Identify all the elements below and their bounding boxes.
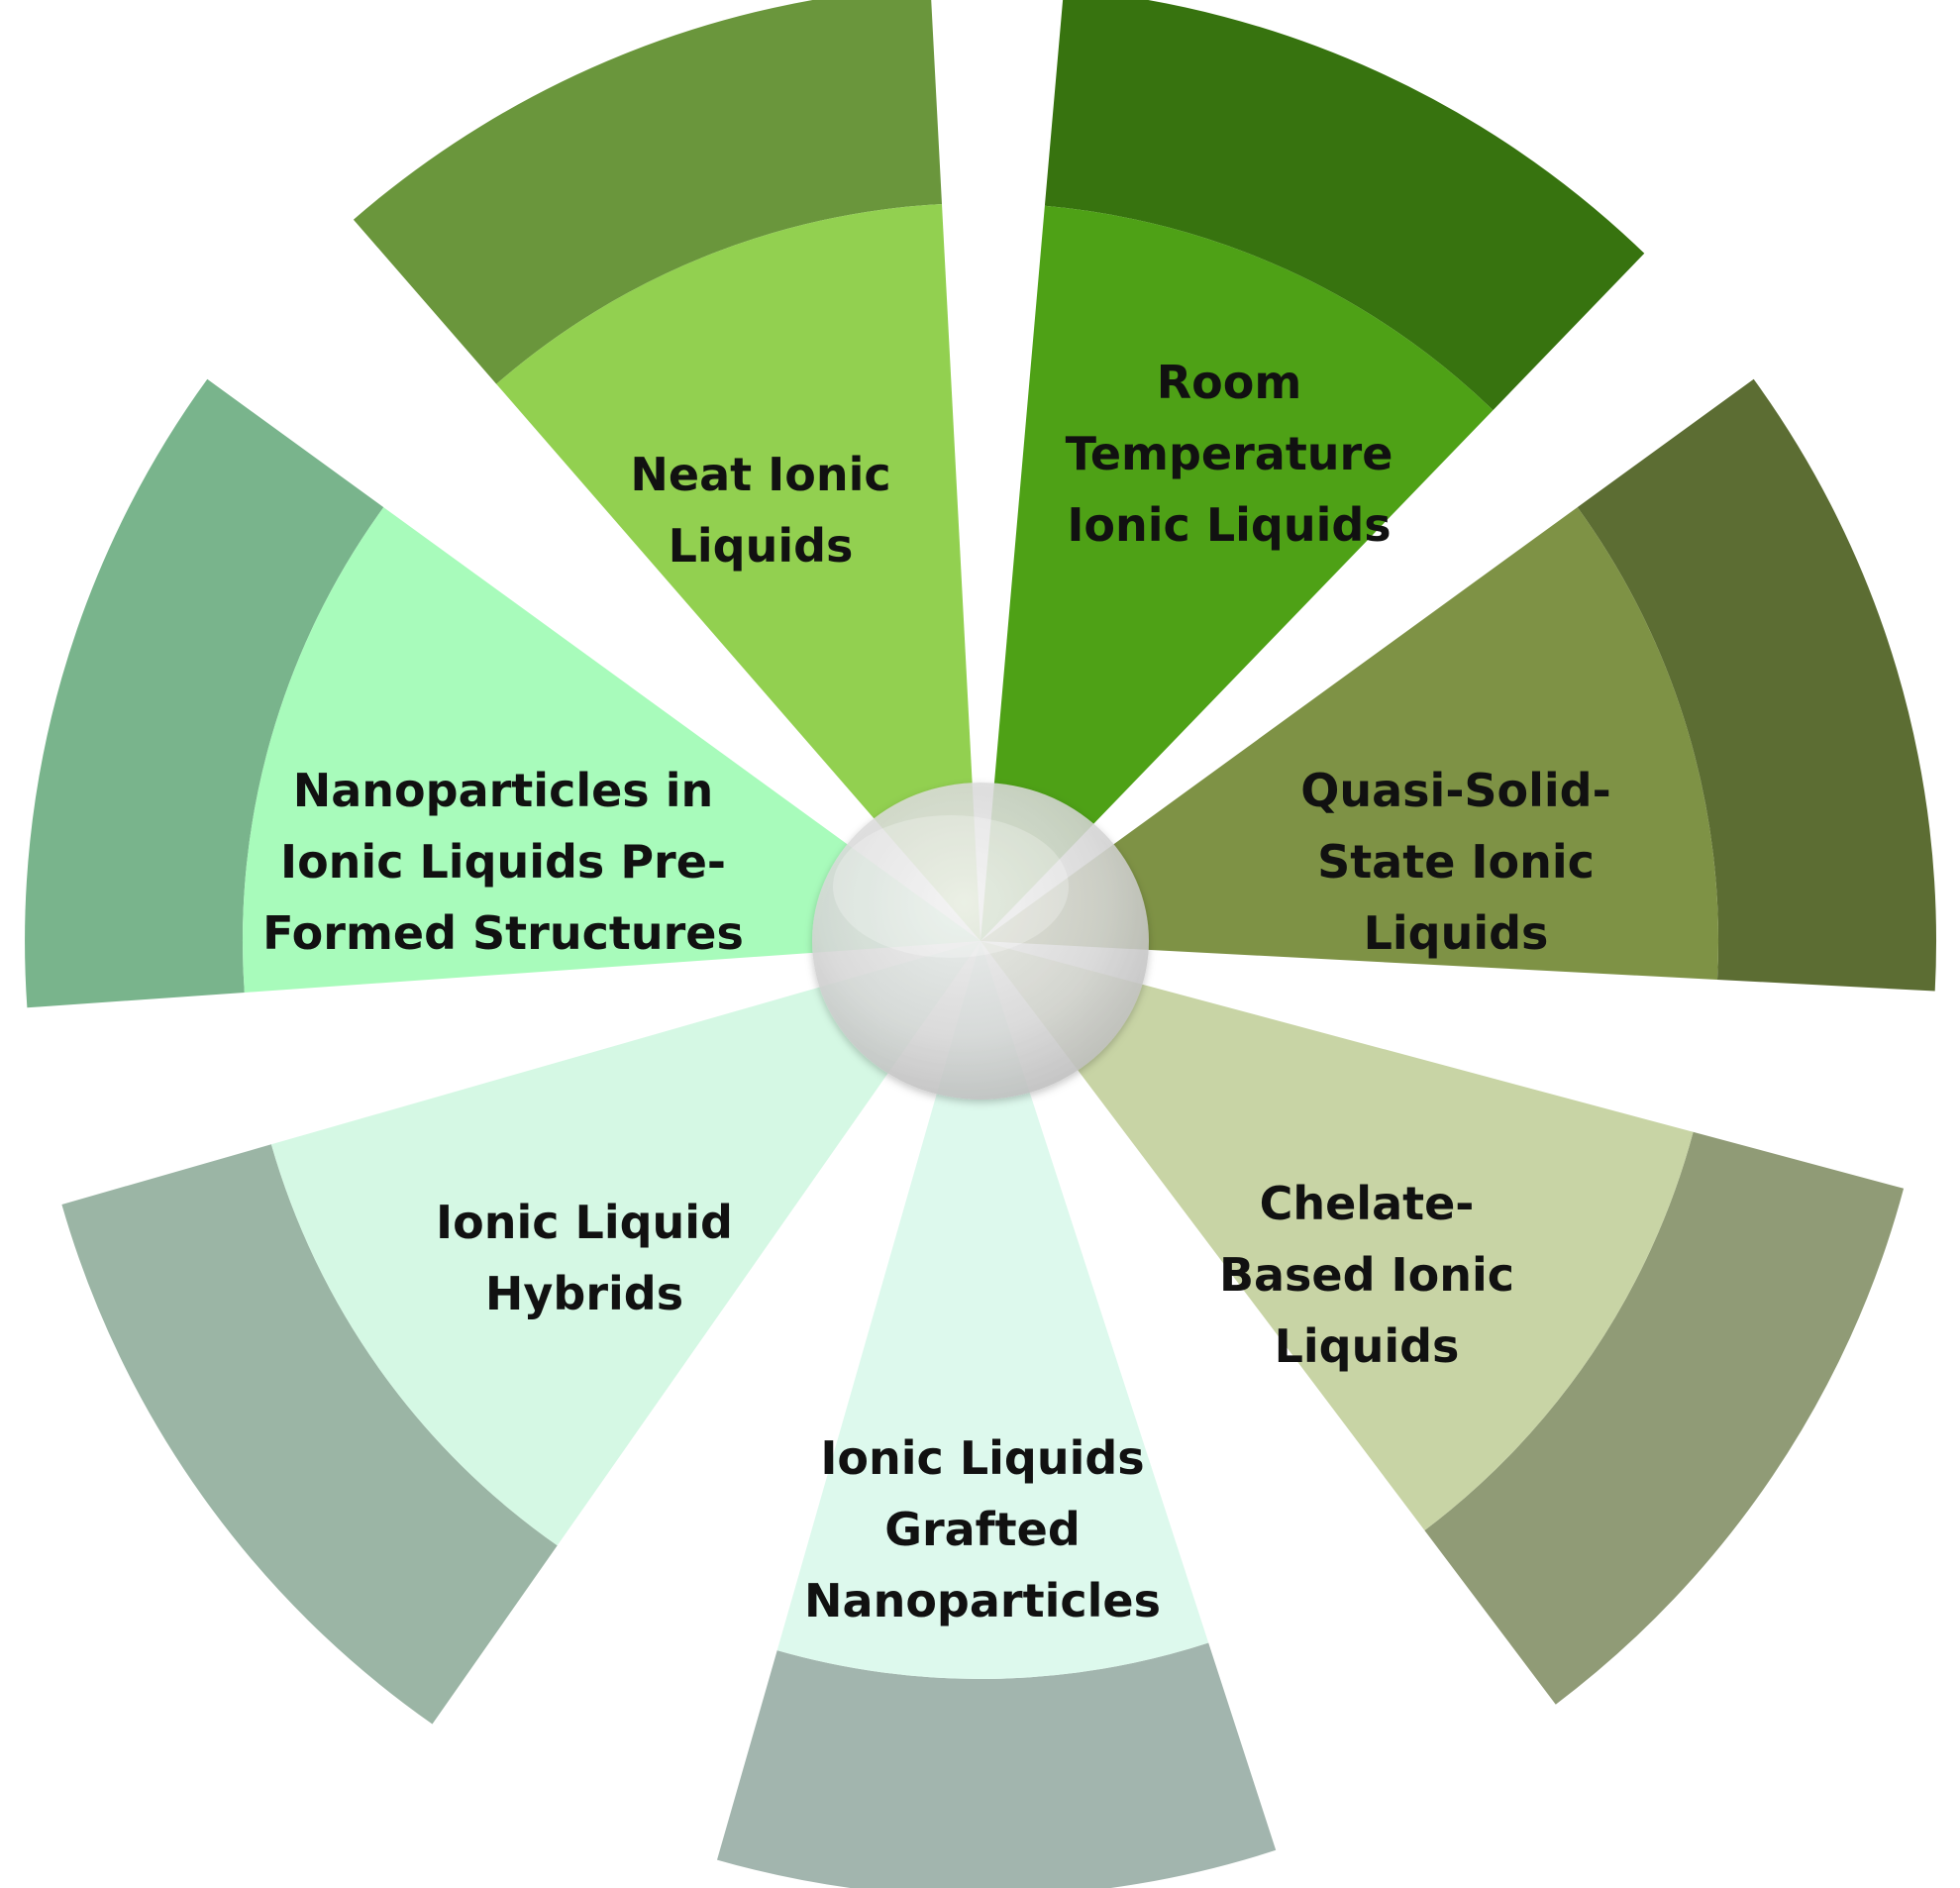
center-hub xyxy=(812,783,1149,1100)
segment-rtil xyxy=(980,0,1645,942)
segment-label-line: Formed Structures xyxy=(262,906,744,960)
segment-outer-band-quasi xyxy=(1577,378,1937,992)
segment-label-line: Liquids xyxy=(669,519,854,573)
segment-label-line: Based Ionic xyxy=(1219,1248,1514,1302)
segment-neat xyxy=(353,0,980,941)
segment-label-line: Liquids xyxy=(1364,906,1549,960)
segment-outer-band-hybrids xyxy=(61,1144,558,1725)
segment-label-line: Ionic Liquid xyxy=(436,1196,733,1249)
center-hub-highlight xyxy=(833,815,1069,958)
segment-label-line: Nanoparticles in xyxy=(293,764,713,817)
segment-outer-band-rtil xyxy=(1044,0,1645,411)
segments-layer xyxy=(25,0,1937,1888)
segment-label-line: Grafted xyxy=(884,1503,1081,1556)
segment-chelate xyxy=(980,941,1905,1705)
segment-outer-band-chelate xyxy=(1424,1131,1905,1705)
hub-layer xyxy=(812,783,1149,1100)
segment-label-line: Quasi-Solid- xyxy=(1300,764,1610,817)
segment-inner-wedge-grafted xyxy=(776,941,1209,1679)
segment-label-line: Chelate- xyxy=(1260,1177,1475,1230)
segment-label-line: Hybrids xyxy=(485,1267,683,1320)
segment-outer-band-neat xyxy=(353,0,942,384)
segment-inner-wedge-rtil xyxy=(980,205,1494,942)
segment-hybrids xyxy=(61,941,980,1725)
segment-label-line: State Ionic xyxy=(1317,835,1595,889)
segment-label-line: Ionic Liquids xyxy=(820,1431,1144,1485)
segment-outer-band-nano-preformed xyxy=(25,378,384,1008)
segment-inner-wedge-hybrids xyxy=(270,941,980,1546)
segment-quasi xyxy=(980,378,1937,992)
segment-inner-wedge-chelate xyxy=(980,941,1694,1530)
segment-label-line: Temperature xyxy=(1066,427,1393,480)
segment-label-nano-preformed: Nanoparticles in Ionic Liquids Pre- Formed… xyxy=(262,764,744,960)
segment-grafted xyxy=(717,941,1277,1888)
segment-nano-preformed xyxy=(25,378,980,1008)
segment-label-line: Nanoparticles xyxy=(804,1574,1161,1627)
segment-inner-wedge-nano-preformed xyxy=(242,507,980,993)
segment-label-line: Ionic Liquids Pre- xyxy=(280,835,726,889)
segment-inner-wedge-quasi xyxy=(980,507,1719,980)
segment-inner-wedge-neat xyxy=(496,204,980,941)
segment-label-line: Room xyxy=(1157,356,1302,409)
segment-label-line: Liquids xyxy=(1275,1319,1460,1373)
segment-label-line: Neat Ionic xyxy=(630,448,890,501)
segment-outer-band-grafted xyxy=(717,1642,1277,1888)
segment-label-line: Ionic Liquids xyxy=(1067,498,1391,552)
